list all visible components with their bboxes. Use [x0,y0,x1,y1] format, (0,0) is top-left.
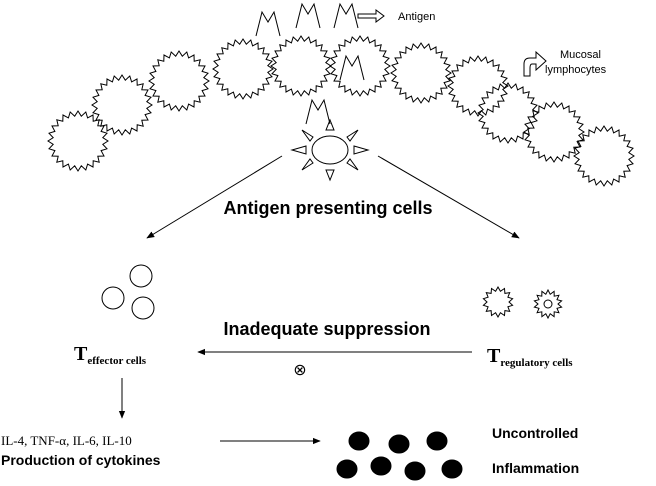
inflammatory-cell [348,431,370,451]
effector-cell [129,264,153,288]
mucosal-cell [523,101,585,163]
mucosal-cell [91,74,153,136]
apc-label: Antigen presenting cells [223,198,432,218]
antigen-arrow [357,9,385,23]
antigen-chevron [333,2,359,29]
antigen-chevrons [255,2,365,125]
apc-spike [301,129,314,142]
regulatory-cell [533,288,563,320]
apc-body [311,135,349,165]
regulatory-cell-group [482,285,563,320]
apc-spike [301,158,314,171]
inflammatory-cell [336,459,358,479]
inflammatory-cell [404,461,426,481]
blocked-symbol: ⊗ [293,362,306,379]
inadequate-suppression-label: Inadequate suppression [223,319,430,339]
tregulatory-label: Tregulatory cells [487,345,573,369]
regulatory-cell-nucleus [543,299,553,309]
apc-spike [346,129,359,142]
antigen-chevron [305,98,331,125]
apc-spike [290,145,307,155]
cytokine-production-label: Production of cytokines [1,452,161,468]
mucosal-cell [212,38,274,100]
mucosal-cell [47,110,109,172]
inflammation-label: Inflammation [492,460,579,476]
inflammatory-cell [441,459,463,479]
tregulatory-subscript: regulatory cells [500,357,573,369]
mucosal-cell [573,125,635,187]
tregulatory-t: T [487,345,501,367]
antigen-chevron [255,10,281,37]
regulatory-cell [482,285,514,319]
effector-cell [101,286,125,310]
effector-cell [131,296,155,320]
inflammatory-cell [426,431,448,451]
inflammatory-cell [370,456,392,476]
uncontrolled-label: Uncontrolled [492,425,578,441]
antigen-chevron [295,2,321,29]
mucosal-cell [390,42,452,104]
teffector-t: T [74,343,88,365]
arrow-apc-to-effector [146,155,283,239]
mucosal-label: Mucosal [560,49,601,61]
inflammatory-cell [388,434,410,454]
antigen-chevron [339,54,365,81]
mucosal-arrow [523,50,547,77]
mucosal-cell [447,55,509,117]
mucosal-cell [148,50,210,112]
apc-spike [353,145,370,155]
mucosal-cell [270,35,332,97]
mucosal-cell [329,35,391,97]
antigen-label: Antigen [398,11,435,23]
effector-cell-group [101,264,155,320]
teffector-subscript: effector cells [87,355,146,367]
lymphocytes-label: lymphocytes [545,64,607,76]
apc-spike [325,118,335,131]
inflammatory-cell-group [336,431,463,481]
antigen-presenting-cell [290,118,370,182]
apc-spike [325,169,335,182]
mucosal-cell [477,82,539,144]
teffector-label: Teffector cells [74,343,147,367]
apc-spike [346,158,359,171]
arrow-apc-to-regulatory [377,155,520,239]
cytokine-list: IL-4, TNF-α, IL-6, IL-10 [1,433,132,448]
mucosal-cell-layer [47,35,635,187]
